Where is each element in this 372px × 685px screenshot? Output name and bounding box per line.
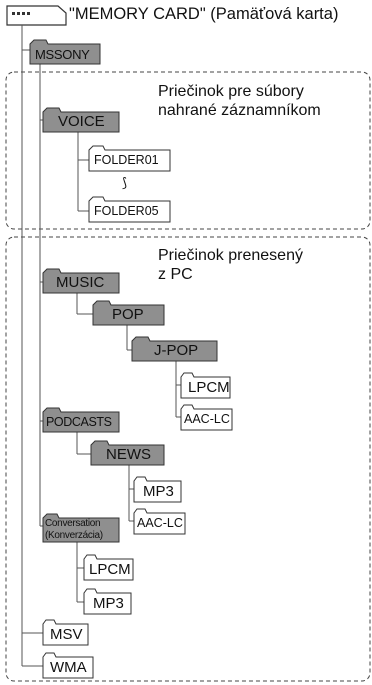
memory-card-icon [6, 5, 67, 26]
transferred-region-caption: Priečinok prenesený z PC [158, 246, 303, 284]
folder-jpop[interactable]: J-POP [154, 342, 199, 359]
folder-folder01[interactable]: FOLDER01 [94, 153, 159, 167]
memory-card-label: "MEMORY CARD" (Pamäťová karta) [69, 5, 339, 23]
folder-mp3-conversation[interactable]: MP3 [93, 595, 124, 612]
transferred-caption-line-2: z PC [158, 266, 193, 283]
recorded-region-caption: Priečinok pre súbory nahrané záznamníkom [158, 82, 321, 120]
folder-news[interactable]: NEWS [106, 446, 151, 463]
folder-ellipsis: ⟆ [122, 175, 128, 190]
folder-mp3-news[interactable]: MP3 [143, 483, 174, 500]
folder-shapes [29, 39, 233, 679]
folder-music[interactable]: MUSIC [56, 274, 105, 291]
folder-lpcm-jpop[interactable]: LPCM [188, 379, 230, 396]
folder-aaclc-jpop[interactable]: AAC-LC [184, 412, 230, 426]
folder-voice[interactable]: VOICE [58, 113, 105, 130]
folder-wma[interactable]: WMA [50, 659, 87, 676]
folder-msv[interactable]: MSV [50, 626, 83, 643]
recorded-files-region [5, 71, 371, 230]
recorded-caption-line-1: Priečinok pre súbory [158, 83, 304, 100]
folder-aaclc-news[interactable]: AAC-LC [137, 516, 183, 530]
recorded-caption-line-2: nahrané záznamníkom [158, 102, 321, 119]
folder-pop[interactable]: POP [112, 306, 144, 323]
conversation-label-line-1: Conversation [45, 518, 101, 529]
folder-lpcm-conversation[interactable]: LPCM [89, 561, 131, 578]
transferred-caption-line-1: Priečinok prenesený [158, 247, 303, 264]
folder-folder05[interactable]: FOLDER05 [94, 204, 159, 218]
conversation-label-line-2: (Konverzácia) [45, 529, 103, 541]
folder-mssony[interactable]: MSSONY [35, 47, 90, 62]
folder-conversation[interactable]: Conversation (Konverzácia) [45, 518, 103, 541]
folder-podcasts[interactable]: PODCASTS [46, 415, 112, 429]
transferred-files-region [5, 236, 371, 682]
